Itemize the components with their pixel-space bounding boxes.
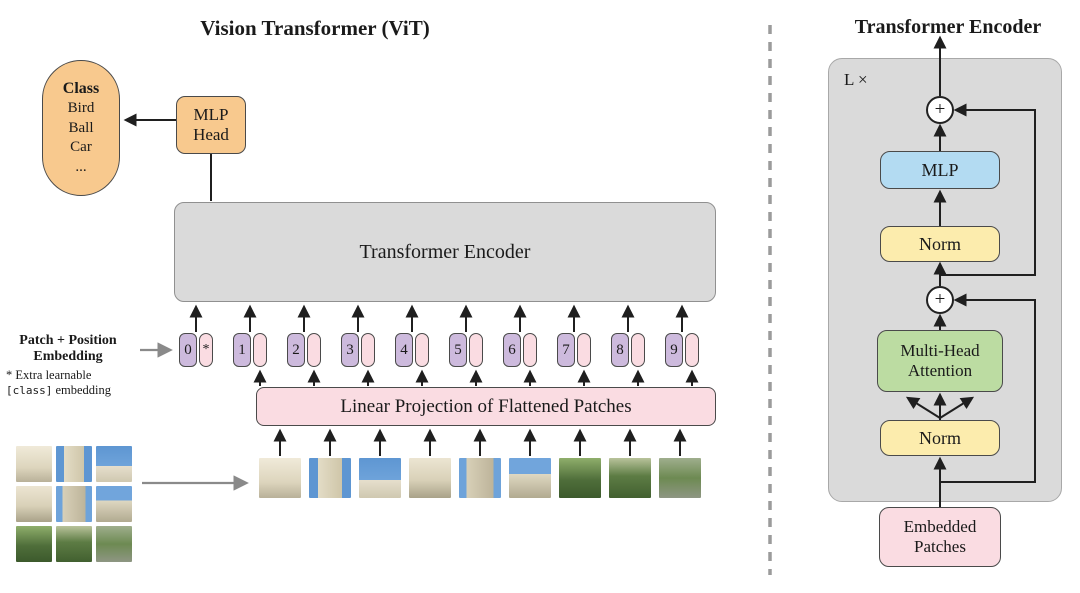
image-patch <box>659 458 701 498</box>
image-grid-cell <box>96 526 132 562</box>
token-pair-4: 4 <box>395 333 429 367</box>
mlp-head-line: MLP <box>193 104 229 124</box>
image-grid-cell <box>56 526 92 562</box>
image-grid-cell <box>96 446 132 482</box>
patch-embedding-pill <box>523 333 537 367</box>
patch-embedding-pill <box>631 333 645 367</box>
norm-box-bottom: Norm <box>880 420 1000 456</box>
position-token: 4 <box>395 333 413 367</box>
token-pair-2: 2 <box>287 333 321 367</box>
image-grid-cell <box>56 446 92 482</box>
class-heading: Class <box>62 79 100 97</box>
position-token: 1 <box>233 333 251 367</box>
token-pair-3: 3 <box>341 333 375 367</box>
position-token: 6 <box>503 333 521 367</box>
vit-title: Vision Transformer (ViT) <box>200 16 430 40</box>
embedded-patches-box: Embedded Patches <box>879 507 1001 567</box>
image-patch <box>459 458 501 498</box>
residual-add-top: + <box>926 96 954 124</box>
token-pair-1: 1 <box>233 333 267 367</box>
position-token: 7 <box>557 333 575 367</box>
residual-add-bottom: + <box>926 286 954 314</box>
position-token: 2 <box>287 333 305 367</box>
token-pair-7: 7 <box>557 333 591 367</box>
image-grid-cell <box>56 486 92 522</box>
class-item: Car <box>70 139 92 156</box>
token-pair-6: 6 <box>503 333 537 367</box>
class-item: Bird <box>67 100 95 117</box>
position-token: 9 <box>665 333 683 367</box>
position-token: 0 <box>179 333 197 367</box>
image-patch <box>409 458 451 498</box>
image-patch <box>359 458 401 498</box>
image-grid-cell <box>16 446 52 482</box>
patch-embedding-pill <box>469 333 483 367</box>
patch-embedding-pill <box>415 333 429 367</box>
note-line-2: [class] embedding <box>6 383 112 397</box>
image-patch <box>309 458 351 498</box>
patch-position-embedding-label: Patch + Position Embedding <box>19 333 117 364</box>
token-pair-5: 5 <box>449 333 483 367</box>
class-embedding-pill: * <box>199 333 213 367</box>
class-output-pill: Class Bird Ball Car ... <box>42 60 120 196</box>
mlp-head-box: MLP Head <box>176 96 246 154</box>
class-token-code: [class] <box>6 384 53 397</box>
image-patch <box>259 458 301 498</box>
repeat-count-label: L × <box>844 70 868 89</box>
position-token: 5 <box>449 333 467 367</box>
token-pair-9: 9 <box>665 333 699 367</box>
position-token: 3 <box>341 333 359 367</box>
patch-embedding-pill <box>685 333 699 367</box>
image-grid-cell <box>16 526 52 562</box>
class-item: Ball <box>68 119 94 136</box>
patch-embedding-pill <box>361 333 375 367</box>
image-patch <box>559 458 601 498</box>
mlp-box: MLP <box>880 151 1000 189</box>
image-grid-cell <box>96 486 132 522</box>
input-image-grid <box>16 446 132 562</box>
token-pair-0: 0 * <box>179 333 213 367</box>
transformer-encoder-box: Transformer Encoder <box>174 202 716 302</box>
patch-embedding-pill <box>307 333 321 367</box>
image-patch <box>609 458 651 498</box>
token-pair-8: 8 <box>611 333 645 367</box>
patch-embedding-pill <box>577 333 591 367</box>
multi-head-attention-box: Multi-Head Attention <box>877 330 1003 392</box>
patch-embedding-pill <box>253 333 267 367</box>
position-token: 8 <box>611 333 629 367</box>
image-grid-cell <box>16 486 52 522</box>
class-item-ellipsis: ... <box>75 158 87 175</box>
class-token-note: * Extra learnable [class] embedding <box>6 368 176 398</box>
encoder-title: Transformer Encoder <box>854 16 1042 38</box>
note-line-1: * Extra learnable <box>6 368 92 382</box>
norm-box-top: Norm <box>880 226 1000 262</box>
image-patch <box>509 458 551 498</box>
mlp-head-line: Head <box>193 125 229 144</box>
linear-projection-box: Linear Projection of Flattened Patches <box>256 387 716 426</box>
